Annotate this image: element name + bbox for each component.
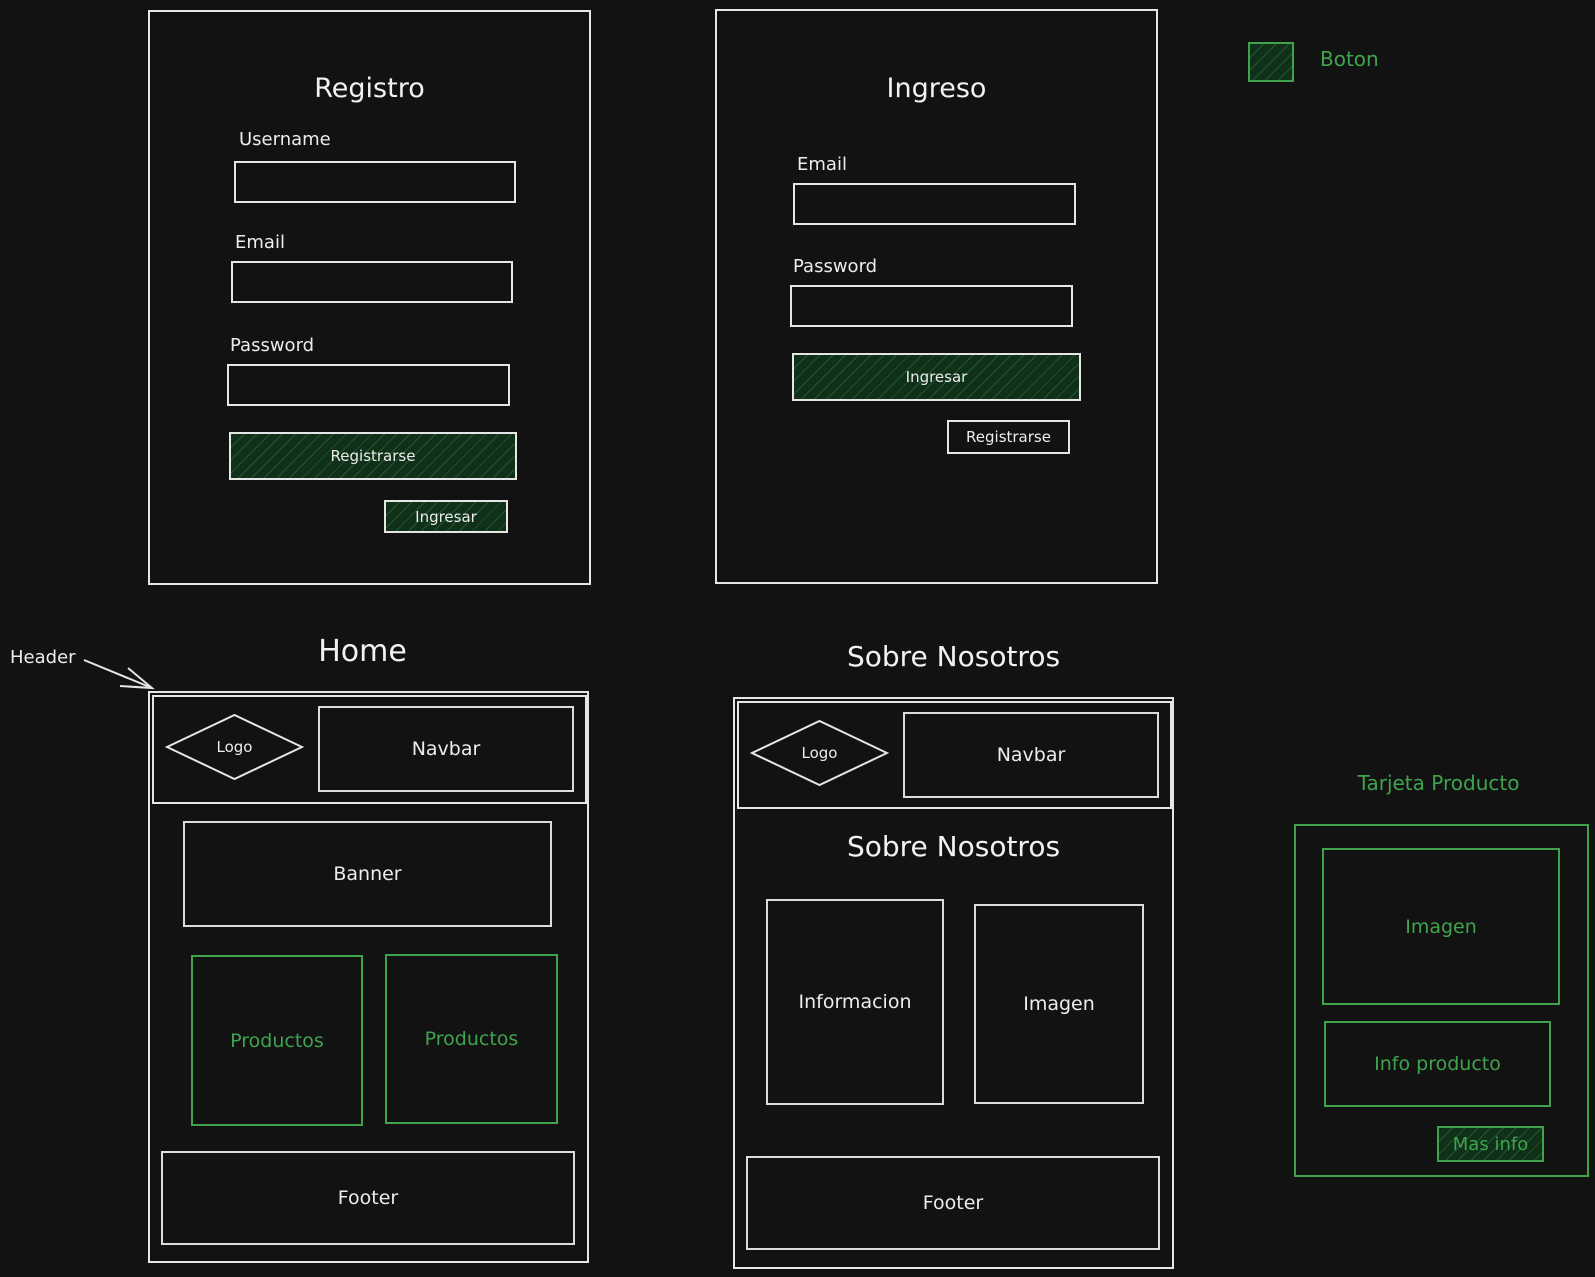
registro-title: Registro xyxy=(314,73,425,104)
legend-button-swatch xyxy=(1248,42,1294,82)
home-product-card-1[interactable]: Productos xyxy=(191,955,363,1126)
sobre-logo[interactable]: Logo xyxy=(750,719,889,787)
registro-password-label: Password xyxy=(230,335,315,356)
logo-diamond-icon xyxy=(750,719,889,787)
header-arrow-icon xyxy=(83,659,155,690)
tarjeta-info-box: Info producto xyxy=(1324,1021,1551,1107)
logo-diamond-icon xyxy=(165,713,304,781)
home-frame xyxy=(148,691,589,1263)
ingreso-register-button[interactable]: Registrarse xyxy=(947,420,1070,454)
sobre-header xyxy=(737,701,1172,809)
registro-submit-button[interactable]: Registrarse xyxy=(229,432,517,480)
sobre-heading: Sobre Nosotros xyxy=(846,830,1061,863)
sobre-title: Sobre Nosotros xyxy=(846,640,1061,673)
tarjeta-image-box: Imagen xyxy=(1322,848,1560,1005)
home-footer: Footer xyxy=(161,1151,575,1245)
registro-frame xyxy=(148,10,591,585)
ingreso-submit-button[interactable]: Ingresar xyxy=(792,353,1081,401)
home-navbar[interactable]: Navbar xyxy=(318,706,574,792)
registro-username-label: Username xyxy=(239,129,331,150)
ingreso-email-input[interactable] xyxy=(793,183,1076,225)
registro-email-label: Email xyxy=(235,232,285,253)
tarjeta-title: Tarjeta Producto xyxy=(1357,771,1520,795)
header-annotation: Header xyxy=(10,647,76,668)
home-product-card-2[interactable]: Productos xyxy=(385,954,558,1124)
home-title: Home xyxy=(318,634,407,669)
registro-username-input[interactable] xyxy=(234,161,516,203)
sobre-navbar[interactable]: Navbar xyxy=(903,712,1159,798)
sobre-image-box: Imagen xyxy=(974,904,1144,1104)
sobre-logo-label: Logo xyxy=(801,744,838,762)
ingreso-password-label: Password xyxy=(793,256,878,277)
home-banner: Banner xyxy=(183,821,552,927)
home-logo-label: Logo xyxy=(216,738,253,756)
ingreso-title: Ingreso xyxy=(886,73,987,104)
ingreso-password-input[interactable] xyxy=(790,285,1073,327)
sobre-frame xyxy=(733,697,1174,1269)
registro-login-button[interactable]: Ingresar xyxy=(384,500,508,533)
ingreso-frame xyxy=(715,9,1158,584)
registro-email-input[interactable] xyxy=(231,261,513,303)
home-logo[interactable]: Logo xyxy=(165,713,304,781)
sobre-footer: Footer xyxy=(746,1156,1160,1250)
legend-button-label: Boton xyxy=(1320,47,1379,71)
ingreso-email-label: Email xyxy=(797,154,847,175)
registro-password-input[interactable] xyxy=(227,364,510,406)
sobre-info-box: Informacion xyxy=(766,899,944,1105)
tarjeta-frame xyxy=(1294,824,1589,1177)
home-header xyxy=(152,695,587,804)
tarjeta-more-info-button[interactable]: Mas info xyxy=(1437,1126,1544,1162)
